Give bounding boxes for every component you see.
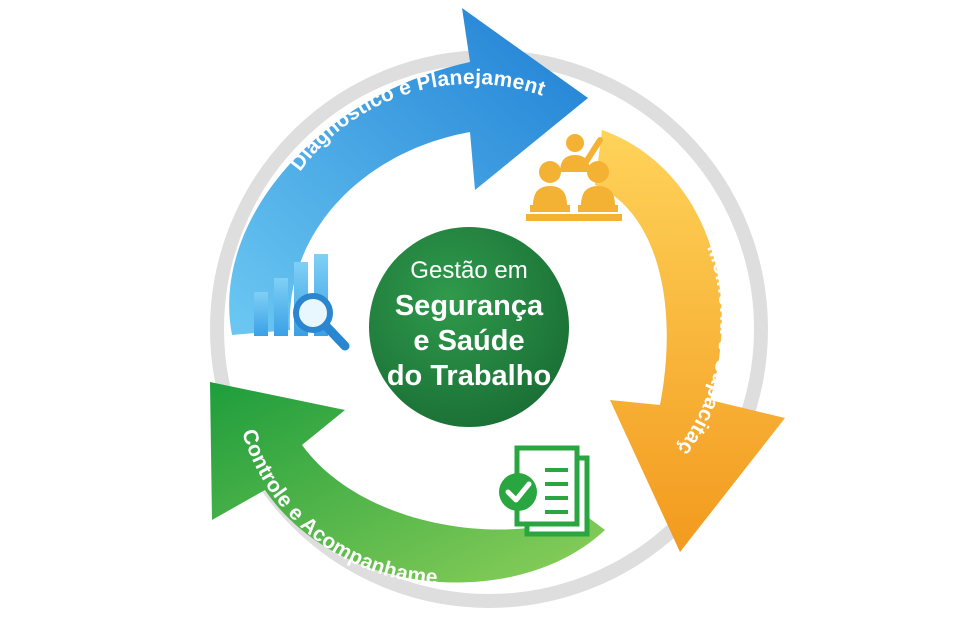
center-title-line3: e Saúde <box>413 325 524 357</box>
chart-magnifier-icon <box>254 254 350 351</box>
center-title-line1: Gestão em <box>410 257 527 284</box>
training-people-icon <box>526 134 622 221</box>
melhoria-arrow <box>595 130 785 552</box>
controle-arrow <box>210 382 605 583</box>
center-circle <box>369 227 569 427</box>
center-title-line2: Segurança <box>395 290 544 322</box>
center-title-line4: do Trabalho <box>387 360 551 392</box>
checklist-document-icon <box>499 445 590 537</box>
diagnostico-arrow <box>229 8 589 335</box>
